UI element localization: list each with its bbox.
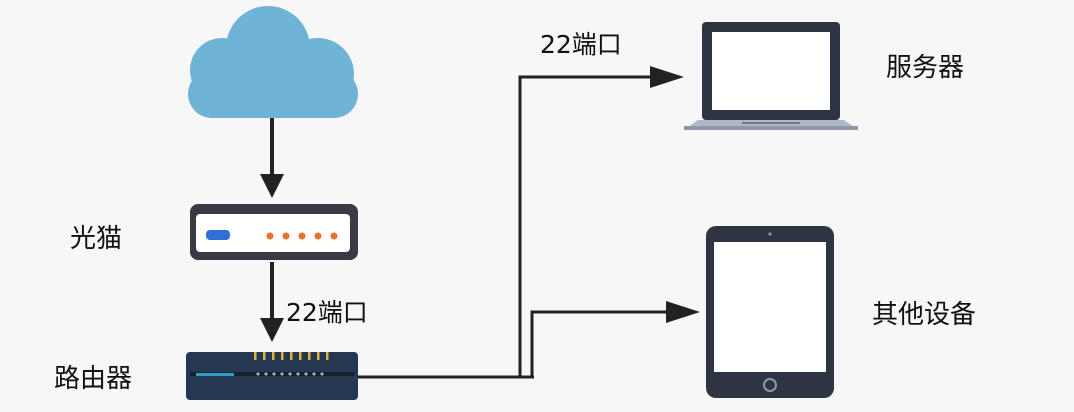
router-label: 路由器 [54,364,133,394]
modem-icon [190,204,358,260]
edge-router-to-server [518,66,684,377]
edge-modem-to-router [260,262,284,342]
server-label: 服务器 [886,53,965,83]
other-devices-label: 其他设备 [872,300,977,330]
laptop-icon [684,22,858,130]
edge-modem-router-port-label: 22端口 [286,298,368,327]
edge-router-server-port-label: 22端口 [540,30,622,59]
edge-router-to-other [530,301,700,377]
modem-label: 光猫 [70,224,123,254]
cloud-icon [188,6,358,118]
edge-internet-to-modem [260,118,284,198]
tablet-icon [706,226,834,398]
router-icon [186,352,358,400]
